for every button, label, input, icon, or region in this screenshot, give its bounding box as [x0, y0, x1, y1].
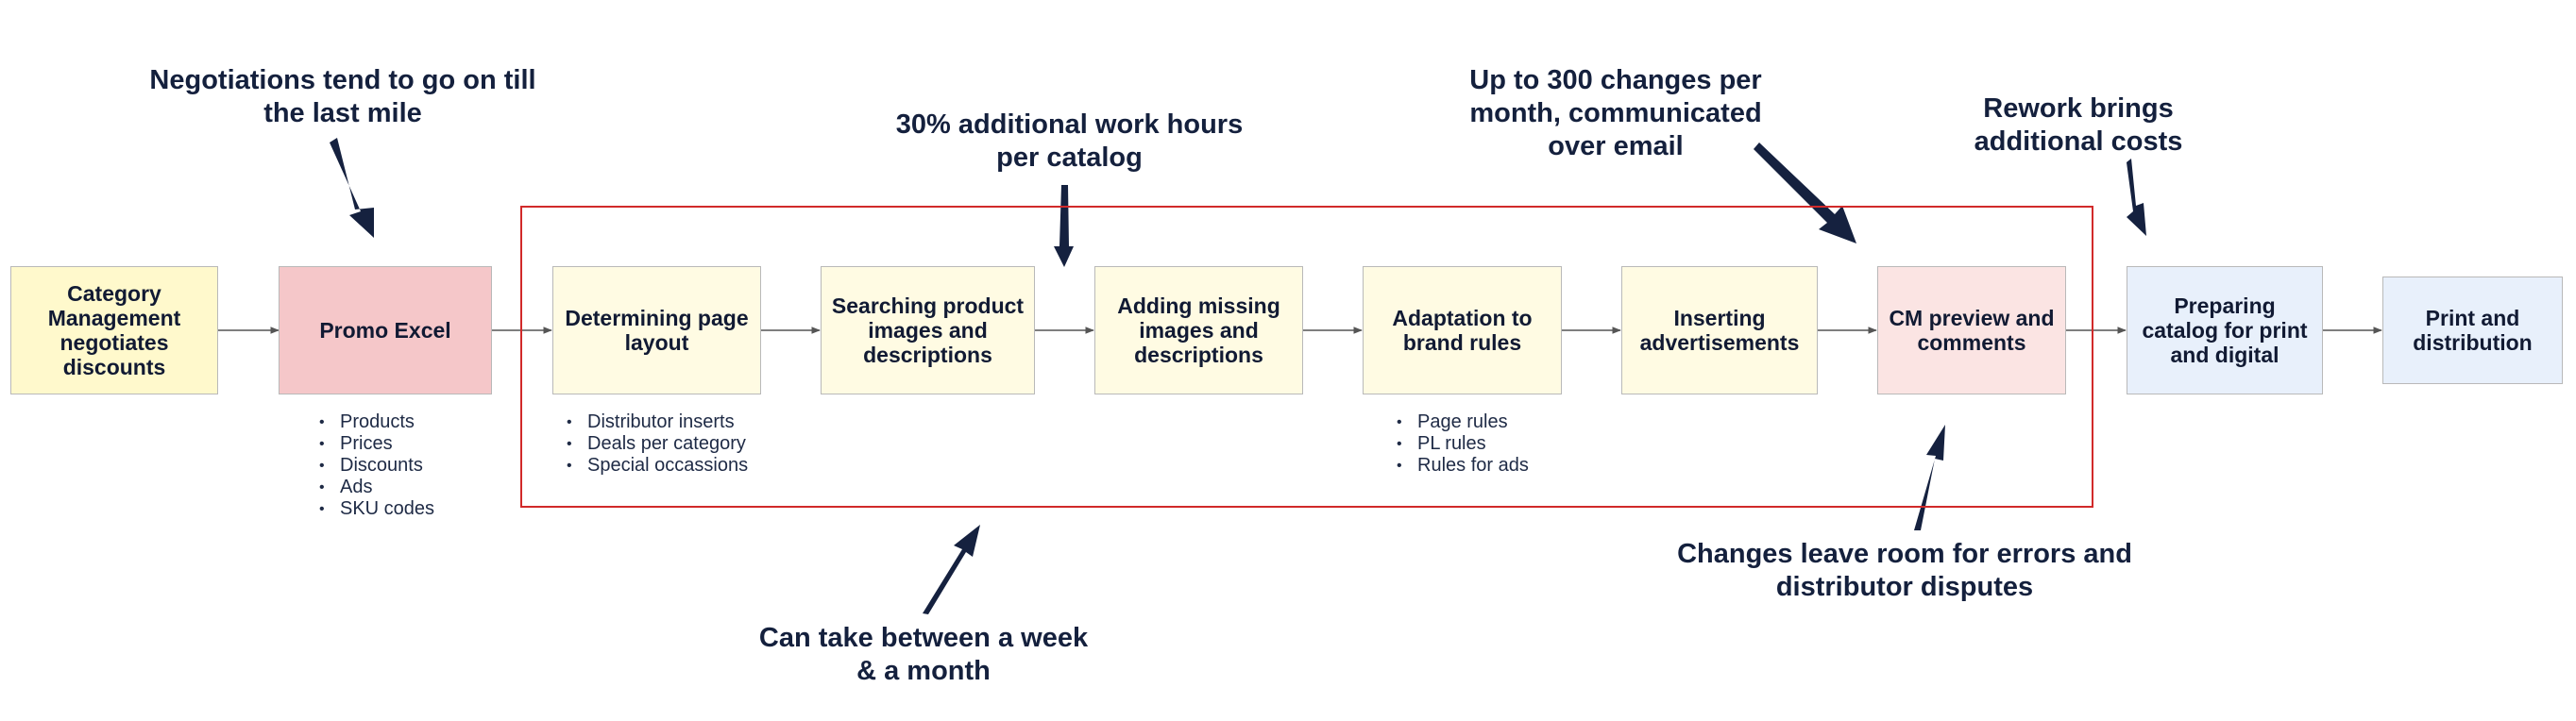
annotation-work-hours: 30% additional work hours per catalog	[895, 109, 1244, 173]
step-label: Inserting advertisements	[1639, 306, 1800, 355]
annotation-rework: Rework brings additional costs	[1974, 93, 2183, 157]
step-page-layout: Determining page layout	[552, 266, 761, 394]
bullet-item: Deals per category	[567, 433, 748, 455]
callout-arrow-work-hours	[1054, 185, 1074, 267]
step-label: Determining page layout	[565, 306, 749, 355]
annotation-changes-email: Up to 300 changes per month, communicate…	[1469, 65, 1762, 161]
bullet-item: Page rules	[1397, 411, 1529, 433]
bullet-item: Special occassions	[567, 455, 748, 477]
bullet-item: Products	[319, 411, 434, 433]
step-label: Category Management negotiates discounts	[47, 281, 181, 379]
step-label: Print and distribution	[2413, 306, 2533, 355]
annotation-negotiations: Negotiations tend to go on till the last…	[149, 65, 536, 128]
brand-rules-bullets: Page rules PL rules Rules for ads	[1397, 411, 1529, 477]
step-label: CM preview and comments	[1889, 306, 2055, 355]
step-label: Searching product images and description…	[831, 293, 1025, 367]
bullet-item: Rules for ads	[1397, 455, 1529, 477]
callout-arrow-errors	[1914, 425, 1945, 530]
bullet-item: PL rules	[1397, 433, 1529, 455]
callout-arrows	[330, 138, 2146, 614]
highlight-frame	[520, 206, 2093, 508]
step-brand-rules: Adaptation to brand rules	[1363, 266, 1562, 394]
bullet-item: Discounts	[319, 455, 434, 477]
annotation-errors: Changes leave room for errors and distri…	[1677, 539, 2132, 602]
step-label: Promo Excel	[319, 318, 451, 343]
step-preparing-catalog: Preparing catalog for print and digital	[2127, 266, 2323, 394]
bullet-item: Ads	[319, 477, 434, 498]
promo-excel-bullets: Products Prices Discounts Ads SKU codes	[319, 411, 434, 520]
bullet-item: Distributor inserts	[567, 411, 748, 433]
callout-arrow-negotiations	[330, 138, 374, 238]
step-label: Preparing catalog for print and digital	[2142, 293, 2308, 367]
step-adding-images: Adding missing images and descriptions	[1094, 266, 1303, 394]
annotation-duration: Can take between a week & a month	[758, 623, 1089, 686]
step-searching-images: Searching product images and description…	[821, 266, 1035, 394]
bullet-item: Prices	[319, 433, 434, 455]
callout-arrow-rework	[2127, 159, 2146, 236]
step-label: Adaptation to brand rules	[1392, 306, 1533, 355]
bullet-item: SKU codes	[319, 498, 434, 520]
step-category-management: Category Management negotiates discounts	[10, 266, 218, 394]
callout-arrow-duration	[923, 525, 980, 614]
step-print-distribution: Print and distribution	[2382, 277, 2563, 384]
page-layout-bullets: Distributor inserts Deals per category S…	[567, 411, 748, 477]
step-label: Adding missing images and descriptions	[1117, 293, 1280, 367]
step-cm-preview: CM preview and comments	[1877, 266, 2066, 394]
step-advertisements: Inserting advertisements	[1621, 266, 1818, 394]
step-promo-excel: Promo Excel	[279, 266, 492, 394]
callout-arrow-changes	[1754, 143, 1856, 243]
